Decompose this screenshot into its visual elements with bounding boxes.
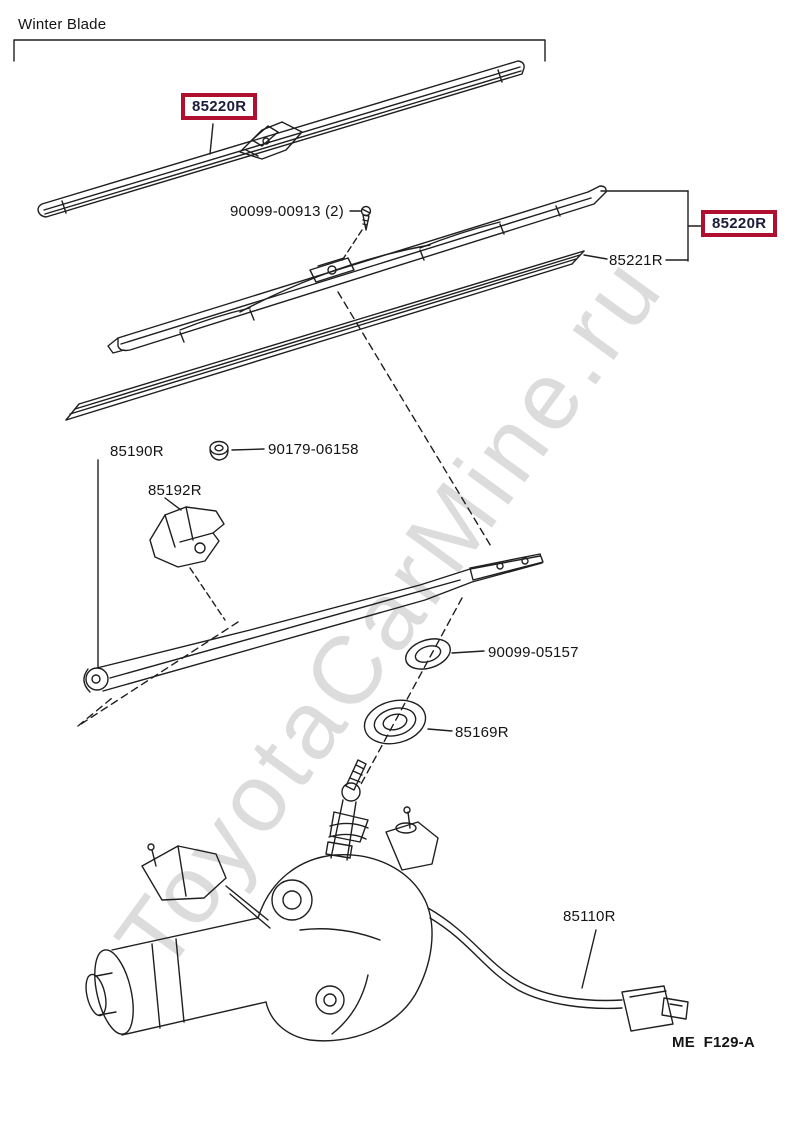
rubber-strip-drawing [65,250,585,421]
leader-seal [451,650,485,654]
dash-arm-to-motor [359,597,463,787]
dash-screw-to-blade [340,229,363,263]
screw-icon [360,205,372,231]
part-number-85221R: 85221R [609,252,663,269]
part-number-85190R: 85190R [110,443,164,460]
part-number-screw: 90099-00913 (2) [230,203,344,220]
figure-code: ME F129-A [672,1034,755,1051]
motor-drawing [85,759,439,1042]
leader-grommet [427,728,453,732]
leader-85220R-top [209,123,214,155]
winter-blade-drawing [37,60,525,218]
dash-blade-to-arm [337,291,493,549]
dash-arm-left-2 [77,697,113,727]
part-number-85169R: 85169R [455,724,509,741]
part-number-85192R: 85192R [148,482,202,499]
leader-85192R [164,497,182,511]
dash-arm-left-1 [77,621,239,727]
clip-drawing [149,506,225,568]
seal-washer-drawing [405,638,451,670]
watermark: ToyotaCarMine.ru [96,236,684,990]
dash-clip-to-arm [189,567,226,621]
wiper-arm-drawing [83,553,544,693]
wire-drawing [427,907,689,1032]
winter-blade-bracket [13,39,546,62]
leader-nut [231,448,265,451]
part-number-85220R-right[interactable]: 85220R [701,210,778,237]
wiper-blade-drawing [107,185,607,354]
leaders-right [583,190,702,262]
grommet-drawing [363,699,427,745]
leader-85110R [581,929,597,989]
part-number-90179-06158: 90179-06158 [268,441,359,458]
part-number-90099-05157: 90099-05157 [488,644,579,661]
part-number-85220R-top[interactable]: 85220R [181,93,258,120]
nut-icon [209,440,229,461]
part-number-85110R: 85110R [563,908,616,925]
winter-blade-label: Winter Blade [18,16,107,33]
